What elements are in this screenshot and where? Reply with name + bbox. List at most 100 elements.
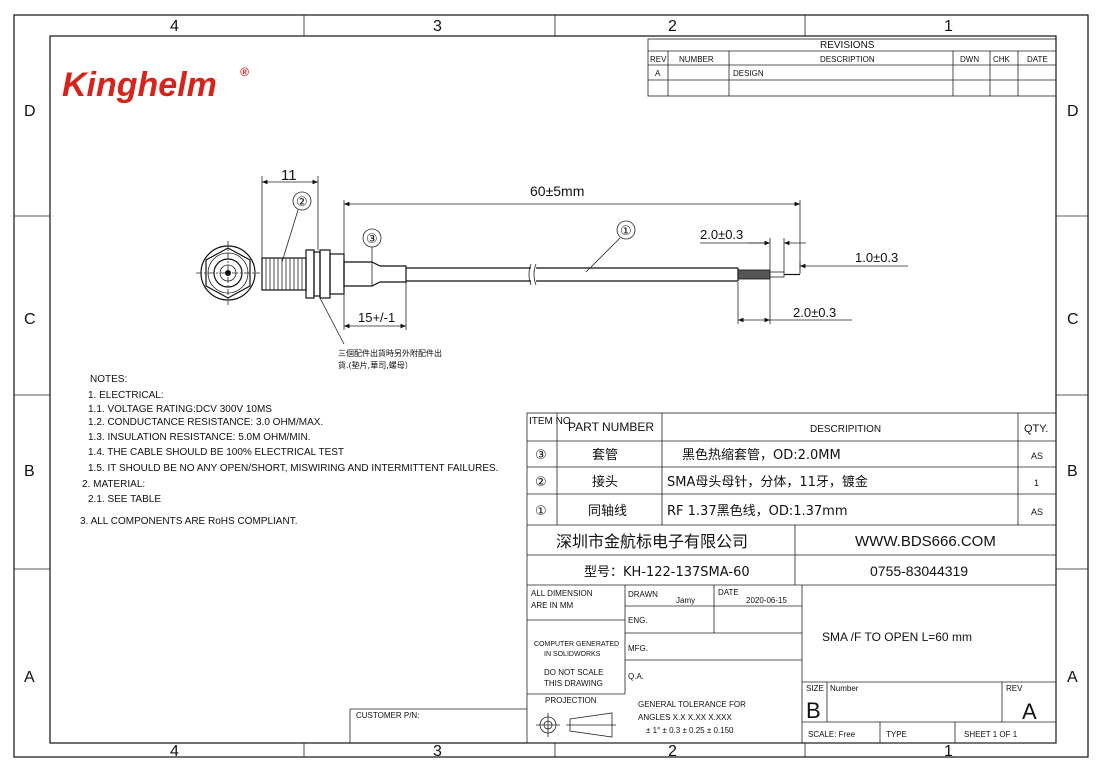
dim-2-0-bottom-label: 2.0±0.3 bbox=[793, 305, 836, 320]
svg-text:同轴线: 同轴线 bbox=[588, 504, 627, 519]
table-row: ① 同轴线 RF 1.37黑色线，OD:1.37mm AS bbox=[535, 503, 1043, 519]
rev-label: REV bbox=[1006, 684, 1023, 693]
tolerance-values: ± 1° ± 0.3 ± 0.25 ± 0.150 bbox=[646, 726, 734, 735]
rev-col-chk: CHK bbox=[993, 55, 1011, 64]
svg-text:1.2. CONDUCTANCE RESISTANCE: 3: 1.2. CONDUCTANCE RESISTANCE: 3.0 OHM/MAX… bbox=[88, 417, 323, 428]
zone-top-3: 3 bbox=[433, 18, 442, 35]
coaxial-cable bbox=[406, 263, 800, 286]
rev-row-description: DESIGN bbox=[733, 69, 764, 78]
svg-text:1.5. IT SHOULD BE NO ANY OPEN/: 1.5. IT SHOULD BE NO ANY OPEN/SHORT, MIS… bbox=[88, 463, 498, 474]
svg-text:1.4. THE CABLE SHOULD BE 100%: 1.4. THE CABLE SHOULD BE 100% ELECTRICAL… bbox=[88, 447, 344, 458]
balloon-1: ① bbox=[585, 220, 636, 273]
svg-text:1. ELECTRICAL:: 1. ELECTRICAL: bbox=[88, 390, 164, 401]
svg-text:②: ② bbox=[296, 194, 308, 209]
rev-col-rev: REV bbox=[650, 55, 667, 64]
zone-bottom-2: 2 bbox=[668, 743, 677, 760]
zone-right-b: B bbox=[1067, 463, 1078, 480]
table-row: ③ 套管 黑色热缩套管，OD:2.0MM AS bbox=[535, 447, 1043, 463]
dim-15-label: 15+/-1 bbox=[358, 310, 395, 325]
svg-text:2.1. SEE TABLE: 2.1. SEE TABLE bbox=[88, 494, 161, 505]
number-label: Number bbox=[830, 684, 859, 693]
scale-label: SCALE: Free bbox=[808, 730, 856, 739]
zone-dividers bbox=[14, 15, 1088, 757]
company-website: WWW.BDS666.COM bbox=[855, 533, 996, 550]
svg-text:①: ① bbox=[535, 503, 547, 518]
svg-text:②: ② bbox=[535, 474, 547, 489]
svg-text:3. ALL COMPONENTS ARE RoHS COM: 3. ALL COMPONENTS ARE RoHS COMPLIANT. bbox=[80, 516, 297, 527]
dim-cable-length-label: 60±5mm bbox=[530, 183, 584, 199]
are-in-mm-label: ARE IN MM bbox=[531, 601, 574, 610]
dim-15: 15+/-1 bbox=[343, 282, 407, 330]
mfg-label: MFG. bbox=[628, 644, 648, 653]
accessory-note-line2: 貨.(墊片,華司,螺母） bbox=[338, 360, 413, 370]
zone-left-d: D bbox=[24, 103, 36, 120]
size-label: SIZE bbox=[806, 684, 824, 693]
company-name: 深圳市金航标电子有限公司 bbox=[556, 532, 748, 551]
tolerance-headers: ANGLES X.X X.XX X.XXX bbox=[638, 713, 732, 722]
computer-generated-label: COMPUTER GENERATED bbox=[534, 641, 619, 648]
svg-text:③: ③ bbox=[366, 231, 378, 246]
balloon-2: ② bbox=[281, 191, 312, 263]
table-row: ② 接头 SMA母头母针，分体，11牙，镀金 1 bbox=[535, 474, 1039, 490]
date-value: 2020-06-15 bbox=[746, 596, 787, 605]
bom-table: ITEM NO. PART NUMBER DESCRIPITION QTY. ③… bbox=[526, 412, 1057, 744]
zone-left-b: B bbox=[24, 463, 35, 480]
svg-text:RF 1.37黑色线，OD:1.37mm: RF 1.37黑色线，OD:1.37mm bbox=[667, 503, 847, 519]
zone-right-a: A bbox=[1067, 669, 1078, 686]
svg-text:AS: AS bbox=[1031, 507, 1043, 517]
zone-right-c: C bbox=[1067, 311, 1079, 328]
zone-bottom-4: 4 bbox=[170, 743, 179, 760]
rev-col-dwn: DWN bbox=[960, 55, 979, 64]
zone-left-c: C bbox=[24, 311, 36, 328]
svg-text:SMA母头母针，分体，11牙，镀金: SMA母头母针，分体，11牙，镀金 bbox=[667, 474, 868, 490]
accessory-note-line1: 三個配件出貨時另外附配件出 bbox=[338, 348, 442, 358]
svg-text:1: 1 bbox=[1034, 478, 1039, 488]
dim-11: 11 bbox=[261, 167, 319, 258]
svg-text:黑色热缩套管，OD:2.0MM: 黑色热缩套管，OD:2.0MM bbox=[682, 447, 841, 463]
svg-text:③: ③ bbox=[535, 447, 547, 462]
dim-1-0: 1.0±0.3 bbox=[799, 250, 908, 274]
svg-text:AS: AS bbox=[1031, 451, 1043, 461]
dim-2-0-top-label: 2.0±0.3 bbox=[700, 227, 743, 242]
drawing-title: SMA /F TO OPEN L=60 mm bbox=[822, 630, 972, 644]
drawn-value: Jamy bbox=[676, 596, 695, 605]
rev-col-date: DATE bbox=[1027, 55, 1048, 64]
svg-text:1.1. VOLTAGE RATING:DCV 300V 1: 1.1. VOLTAGE RATING:DCV 300V 10MS bbox=[88, 404, 272, 415]
kinghelm-logo: Kinghelm bbox=[62, 66, 217, 104]
revisions-table: REVISIONS REV NUMBER DESCRIPTION DWN CHK… bbox=[647, 38, 1057, 97]
svg-text:套管: 套管 bbox=[592, 447, 618, 463]
zone-top-2: 2 bbox=[668, 18, 677, 35]
accessory-leader bbox=[319, 297, 345, 345]
svg-text:1.3. INSULATION RESISTANCE: 5.: 1.3. INSULATION RESISTANCE: 5.0M OHM/MIN… bbox=[88, 432, 310, 443]
outer-frame bbox=[13, 14, 1089, 758]
zone-top-1: 1 bbox=[944, 18, 953, 35]
bom-header-qty: QTY. bbox=[1024, 423, 1048, 435]
dim-cable-length: 60±5mm bbox=[343, 183, 801, 270]
projection-label: PROJECTION bbox=[545, 696, 597, 705]
qa-label: Q.A. bbox=[628, 672, 644, 681]
general-tolerance-label: GENERAL TOLERANCE FOR bbox=[638, 700, 746, 709]
connector-front-view bbox=[196, 241, 260, 305]
drawn-label: DRAWN bbox=[628, 590, 658, 599]
rev-col-number: NUMBER bbox=[679, 55, 714, 64]
type-label: TYPE bbox=[886, 730, 907, 739]
svg-text:①: ① bbox=[620, 223, 632, 238]
customer-pn-label: CUSTOMER P/N: bbox=[356, 711, 419, 720]
this-drawing-label: THIS DRAWING bbox=[544, 679, 603, 688]
title-block: ALL DIMENSION ARE IN MM DRAWN Jamy DATE … bbox=[349, 585, 1056, 743]
zone-left-a: A bbox=[24, 669, 35, 686]
bom-header-desc: DESCRIPITION bbox=[810, 424, 881, 435]
zone-top-4: 4 bbox=[170, 18, 179, 35]
bom-header-item: ITEM NO. bbox=[529, 416, 573, 427]
dim-2-0-bottom: 2.0±0.3 bbox=[737, 279, 852, 324]
bom-header-part: PART NUMBER bbox=[568, 420, 654, 434]
revisions-title: REVISIONS bbox=[820, 40, 875, 51]
notes: NOTES: 1. ELECTRICAL: 1.1. VOLTAGE RATIN… bbox=[80, 374, 498, 527]
company-phone: 0755-83044319 bbox=[870, 563, 968, 579]
dim-11-label: 11 bbox=[281, 167, 297, 184]
sheet-label: SHEET 1 OF 1 bbox=[964, 730, 1018, 739]
date-label: DATE bbox=[718, 588, 739, 597]
in-solidworks-label: IN SOLIDWORKS bbox=[544, 651, 601, 658]
svg-text:2. MATERIAL:: 2. MATERIAL: bbox=[82, 479, 145, 490]
